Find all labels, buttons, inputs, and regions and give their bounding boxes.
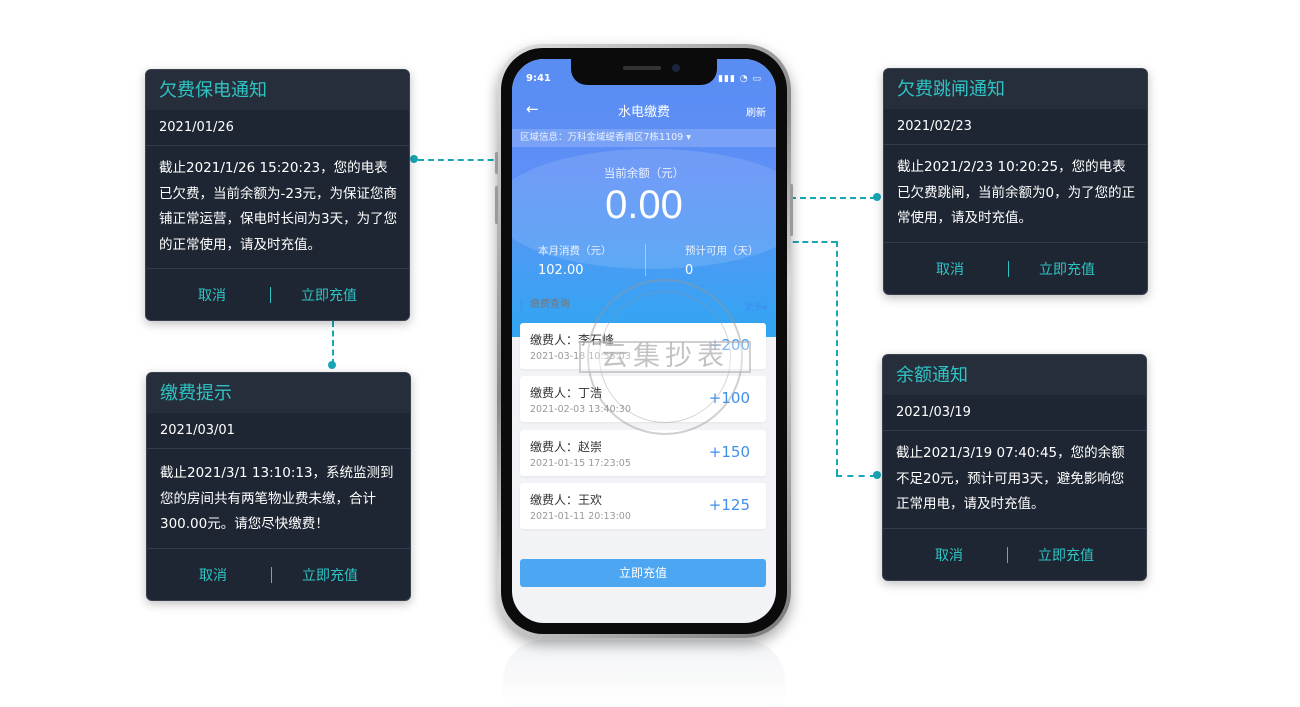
payment-amount: +150 xyxy=(708,443,750,461)
balance-label: 当前余额（元） xyxy=(603,166,685,180)
payment-record[interactable]: 缴费人：赵崇 2021-01-15 17:23:05 +150 xyxy=(520,430,766,476)
card-title: 余额通知 xyxy=(883,355,1146,395)
divider xyxy=(1007,546,1008,563)
payer-name: 缴费人：李石峰 xyxy=(530,333,615,347)
recharge-button[interactable]: 立即充值 xyxy=(301,287,357,304)
card-actions: 取消 立即充值 xyxy=(147,549,410,600)
payment-time: 2021-03-18 10:55:03 xyxy=(530,351,631,362)
month-consumption-label: 本月消费（元） xyxy=(538,245,612,257)
payment-record[interactable]: 缴费人：王欢 2021-01-11 20:13:00 +125 xyxy=(520,483,766,529)
payer-name: 缴费人：赵崇 xyxy=(530,440,603,454)
connector-line xyxy=(332,321,334,365)
card-message: 截止2021/3/19 07:40:45，您的余额不足20元，预计可用3天，避免… xyxy=(883,431,1146,529)
volume-button xyxy=(495,152,498,174)
recharge-button[interactable]: 立即充值 xyxy=(302,567,358,584)
phone-reflection xyxy=(503,640,785,707)
card-actions: 取消 立即充值 xyxy=(146,269,409,320)
payment-time: 2021-01-11 20:13:00 xyxy=(530,511,631,522)
camera-icon xyxy=(672,64,680,72)
cancel-button[interactable]: 取消 xyxy=(935,547,963,564)
connector-dot xyxy=(328,361,336,369)
connector-line xyxy=(745,241,837,243)
divider xyxy=(270,286,271,303)
payer-name: 缴费人：丁浩 xyxy=(530,386,603,400)
speaker xyxy=(623,66,661,70)
connector-dot xyxy=(410,155,418,163)
card-message: 截止2021/2/23 10:20:25，您的电表已欠费跳闸，当前余额为0，为了… xyxy=(884,145,1147,243)
volume-button xyxy=(495,186,498,224)
card-message: 截止2021/1/26 15:20:23，您的电表已欠费，当前余额为-23元，为… xyxy=(146,146,409,269)
card-date: 2021/01/26 xyxy=(146,110,409,146)
more-link[interactable]: 更多▸ xyxy=(744,302,768,313)
payment-time: 2021-01-15 17:23:05 xyxy=(530,458,631,469)
page-title: 水电缴费 xyxy=(617,105,670,120)
card-title: 欠费保电通知 xyxy=(146,70,409,110)
cancel-button[interactable]: 取消 xyxy=(198,287,226,304)
days-available-value: 0 xyxy=(685,263,694,278)
divider xyxy=(271,566,272,583)
phone-bezel: 9:41 ▮▮▮ ◔ ▭ ← 水电缴费 刷新 区域信息：万科金域缇香南区7栋11… xyxy=(501,48,787,634)
refresh-button[interactable]: 刷新 xyxy=(746,108,766,119)
card-actions: 取消 立即充值 xyxy=(884,243,1147,294)
recharge-button[interactable]: 立即充值 xyxy=(1038,547,1094,564)
phone-notch xyxy=(571,59,717,85)
payment-record[interactable]: 缴费人：丁浩 2021-02-03 13:40:30 +100 xyxy=(520,376,766,422)
section-title: 缴费查询 xyxy=(520,299,570,311)
payment-record[interactable]: 缴费人：李石峰 2021-03-18 10:55:03 +200 xyxy=(520,323,766,369)
notice-card-arrears-guarantee: 欠费保电通知 2021/01/26 截止2021/1/26 15:20:23，您… xyxy=(145,69,410,321)
phone-mockup: 9:41 ▮▮▮ ◔ ▭ ← 水电缴费 刷新 区域信息：万科金域缇香南区7栋11… xyxy=(495,44,793,638)
connector-line xyxy=(836,475,876,477)
recharge-button[interactable]: 立即充值 xyxy=(520,559,766,587)
balance-header: 9:41 ▮▮▮ ◔ ▭ ← 水电缴费 刷新 区域信息：万科金域缇香南区7栋11… xyxy=(512,59,776,337)
card-title: 缴费提示 xyxy=(147,373,410,413)
status-indicators-icon: ▮▮▮ ◔ ▭ xyxy=(718,74,762,84)
region-selector[interactable]: 区域信息：万科金域缇香南区7栋1109 ▾ xyxy=(512,129,776,147)
connector-line xyxy=(836,241,838,475)
card-date: 2021/03/01 xyxy=(147,413,410,449)
connector-dot xyxy=(873,193,881,201)
decorative-wave xyxy=(512,149,776,269)
phone-screen: 9:41 ▮▮▮ ◔ ▭ ← 水电缴费 刷新 区域信息：万科金域缇香南区7栋11… xyxy=(512,59,776,623)
status-time: 9:41 xyxy=(526,73,551,84)
payment-amount: +100 xyxy=(708,389,750,407)
card-title: 欠费跳闸通知 xyxy=(884,69,1147,109)
payer-name: 缴费人：王欢 xyxy=(530,493,603,507)
payment-time: 2021-02-03 13:40:30 xyxy=(530,404,631,415)
notice-card-payment-reminder: 缴费提示 2021/03/01 截止2021/3/1 13:10:13，系统监测… xyxy=(146,372,411,601)
card-actions: 取消 立即充值 xyxy=(883,529,1146,580)
connector-dot xyxy=(873,471,881,479)
notice-card-tripped: 欠费跳闸通知 2021/02/23 截止2021/2/23 10:20:25，您… xyxy=(883,68,1148,295)
balance-value: 0.00 xyxy=(605,183,683,227)
cancel-button[interactable]: 取消 xyxy=(936,261,964,278)
recharge-button[interactable]: 立即充值 xyxy=(1039,261,1095,278)
arrow-left-icon[interactable]: ← xyxy=(526,100,539,118)
card-date: 2021/03/19 xyxy=(883,395,1146,431)
divider xyxy=(645,244,646,276)
power-button xyxy=(790,184,793,236)
notice-card-balance: 余额通知 2021/03/19 截止2021/3/19 07:40:45，您的余… xyxy=(882,354,1147,581)
month-consumption-value: 102.00 xyxy=(538,263,584,278)
payment-amount: +125 xyxy=(708,496,750,514)
cancel-button[interactable]: 取消 xyxy=(199,567,227,584)
card-message: 截止2021/3/1 13:10:13，系统监测到您的房间共有两笔物业费未缴，合… xyxy=(147,449,410,549)
divider xyxy=(1008,260,1009,277)
payment-amount: +200 xyxy=(708,336,750,354)
card-date: 2021/02/23 xyxy=(884,109,1147,145)
days-available-label: 预计可用（天） xyxy=(685,245,759,257)
